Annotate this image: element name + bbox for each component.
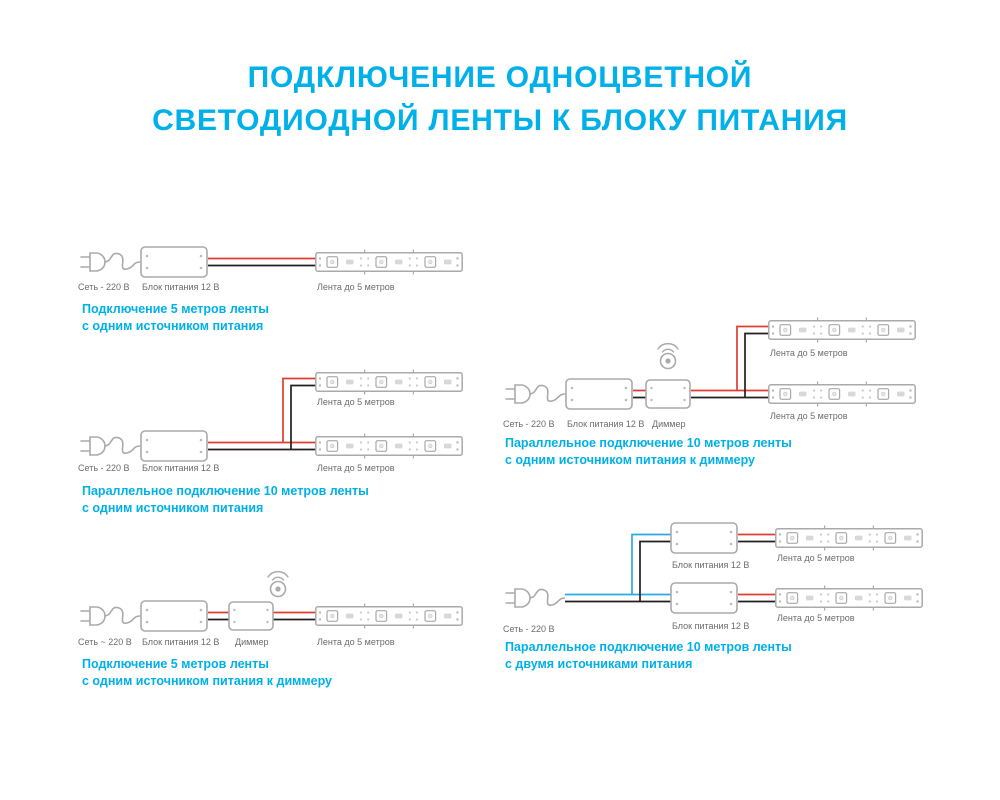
label-psu: Блок питания 12 В [142, 637, 219, 647]
power-plug-icon [505, 384, 565, 404]
wire-mains-blue [565, 533, 671, 596]
label-strip-bottom: Лента до 5 метров [317, 463, 395, 473]
label-mains: Сеть - 220 В [78, 282, 130, 292]
page-title-line2: СВЕТОДИОДНОЙ ЛЕНТЫ К БЛОКУ ПИТАНИЯ [152, 104, 848, 137]
dimmer-box [228, 601, 274, 631]
label-mains: Сеть - 220 В [503, 624, 555, 634]
diagram-single-5m-dimmer: Сеть ~ 220 В Блок питания 12 В Диммер Ле… [78, 570, 463, 688]
label-mains: Сеть - 220 В [78, 463, 130, 473]
power-plug-icon [505, 588, 565, 608]
wire-negative [738, 540, 776, 603]
led-strip-bottom [775, 585, 923, 611]
diagram-caption-line2: с одним источником питания к диммеру [505, 453, 755, 467]
power-supply-box [140, 600, 208, 632]
label-strip: Лента до 5 метров [317, 637, 395, 647]
led-strip [315, 249, 463, 275]
page-title-line1: ПОДКЛЮЧЕНИЕ ОДНОЦВЕТНОЙ [247, 61, 753, 94]
label-mains: Сеть - 220 В [503, 419, 555, 429]
diagram-caption-line2: с одним источником питания к диммеру [82, 674, 332, 688]
diagram-caption-line1: Параллельное подключение 10 метров ленты [82, 484, 369, 498]
remote-signal-icon [267, 570, 289, 598]
led-strip-top [768, 317, 916, 343]
led-strip-bottom [768, 381, 916, 407]
wire-positive [738, 533, 776, 596]
label-dimmer: Диммер [652, 419, 686, 429]
label-strip-top: Лента до 5 метров [770, 348, 848, 358]
label-strip: Лента до 5 метров [317, 282, 395, 292]
power-supply-box-top [670, 522, 738, 554]
power-supply-box [140, 430, 208, 462]
led-strip-top [315, 369, 463, 395]
led-strip [315, 603, 463, 629]
power-supply-box-bottom [670, 582, 738, 614]
power-plug-icon [80, 252, 140, 272]
label-psu: Блок питания 12 В [567, 419, 644, 429]
label-strip-bottom: Лента до 5 метров [770, 411, 848, 421]
remote-signal-icon [657, 342, 679, 370]
diagram-caption-line2: с двумя источниками питания [505, 657, 692, 671]
label-strip-top: Лента до 5 метров [317, 397, 395, 407]
diagram-caption-line2: с одним источником питания [82, 501, 263, 515]
diagram-parallel-10m-dimmer: Лента до 5 метров Лента до 5 метров Сеть… [503, 317, 916, 467]
label-mains: Сеть ~ 220 В [78, 637, 132, 647]
diagram-caption-line1: Параллельное подключение 10 метров ленты [505, 436, 792, 450]
diagram-caption-line1: Параллельное подключение 10 метров ленты [505, 640, 792, 654]
wire-negative [208, 384, 317, 451]
power-supply-box [140, 246, 208, 278]
label-psu: Блок питания 12 В [142, 282, 219, 292]
diagram-parallel-10m-two-psu: Лента до 5 метров Блок питания 12 В Лент… [503, 522, 923, 671]
dimmer-box [645, 379, 691, 409]
diagram-caption-line2: с одним источником питания [82, 319, 263, 333]
diagram-caption-line1: Подключение 5 метров ленты [82, 657, 269, 671]
label-psu-bottom: Блок питания 12 В [672, 621, 749, 631]
label-strip-top: Лента до 5 метров [777, 553, 855, 563]
wire-negative [633, 332, 769, 399]
led-strip-bottom [315, 433, 463, 459]
power-supply-box [565, 378, 633, 410]
label-psu-top: Блок питания 12 В [672, 560, 749, 570]
wire-mains-black [565, 540, 671, 603]
label-strip-bottom: Лента до 5 метров [777, 613, 855, 623]
led-strip-top [775, 525, 923, 551]
power-plug-icon [80, 436, 140, 456]
wire-positive [208, 377, 317, 444]
label-psu: Блок питания 12 В [142, 463, 219, 473]
diagram-single-5m: Сеть - 220 В Блок питания 12 В Лента до … [78, 246, 463, 333]
power-plug-icon [80, 606, 140, 626]
label-dimmer: Диммер [235, 637, 269, 647]
diagram-caption-line1: Подключение 5 метров ленты [82, 302, 269, 316]
wire-positive [633, 325, 769, 392]
diagram-parallel-10m-one-psu: Лента до 5 метров Сеть - 220 В Блок пита… [78, 369, 463, 515]
page-title: ПОДКЛЮЧЕНИЕ ОДНОЦВЕТНОЙ СВЕТОДИОДНОЙ ЛЕН… [0, 56, 1000, 142]
